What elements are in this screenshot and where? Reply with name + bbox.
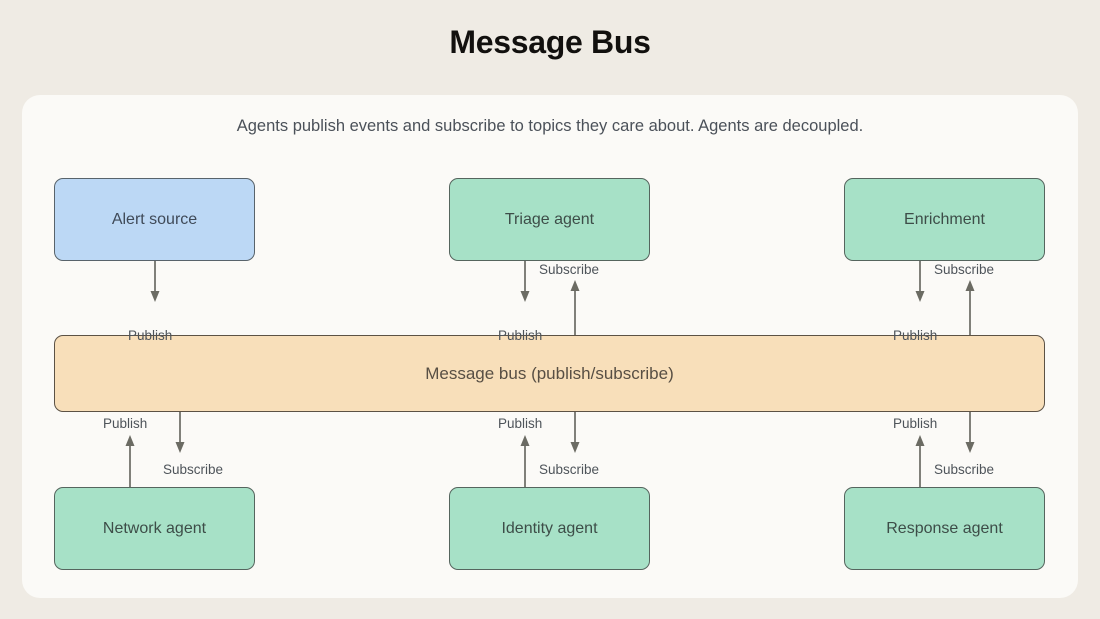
connector-triage-subscribe bbox=[570, 280, 580, 335]
node-response-agent-label: Response agent bbox=[886, 519, 1003, 537]
node-message-bus[interactable]: Message bus (publish/subscribe) bbox=[54, 335, 1045, 412]
node-network-agent[interactable]: Network agent bbox=[54, 487, 255, 570]
connector-network-publish bbox=[125, 435, 135, 487]
node-triage-agent-label: Triage agent bbox=[504, 210, 595, 228]
connector-alert-publish bbox=[150, 261, 160, 302]
connector-identity-subscribe bbox=[570, 412, 580, 453]
connector-response-subscribe bbox=[965, 412, 975, 453]
node-network-agent-label: Network agent bbox=[102, 519, 207, 537]
edge-label-enrichment-publish: Publish bbox=[893, 328, 938, 343]
node-message-bus-label: Message bus (publish/subscribe) bbox=[425, 363, 674, 383]
node-response-agent[interactable]: Response agent bbox=[844, 487, 1045, 570]
edge-label-triage-publish: Publish bbox=[498, 328, 543, 343]
node-identity-agent-label: Identity agent bbox=[501, 519, 598, 537]
edge-label-triage-subscribe: Subscribe bbox=[539, 262, 600, 277]
node-triage-agent[interactable]: Triage agent bbox=[449, 178, 650, 261]
connector-enrichment-subscribe bbox=[965, 280, 975, 335]
connector-response-publish bbox=[915, 435, 925, 487]
edge-label-alert-publish: Publish bbox=[128, 328, 173, 343]
connector-enrichment-publish bbox=[915, 261, 925, 302]
edge-label-network-subscribe: Subscribe bbox=[163, 462, 224, 477]
edge-label-identity-publish: Publish bbox=[498, 416, 543, 431]
node-alert-source-label: Alert source bbox=[111, 210, 198, 228]
node-enrichment[interactable]: Enrichment bbox=[844, 178, 1045, 261]
node-alert-source[interactable]: Alert source bbox=[54, 178, 255, 261]
node-enrichment-label: Enrichment bbox=[904, 210, 985, 228]
edge-label-identity-subscribe: Subscribe bbox=[539, 462, 600, 477]
connector-identity-publish bbox=[520, 435, 530, 487]
edge-label-enrichment-subscribe: Subscribe bbox=[934, 262, 995, 277]
diagram-card: Agents publish events and subscribe to t… bbox=[22, 95, 1078, 598]
diagram-subtitle: Agents publish events and subscribe to t… bbox=[236, 117, 864, 135]
edge-label-response-subscribe: Subscribe bbox=[934, 462, 995, 477]
connector-triage-publish bbox=[520, 261, 530, 302]
edge-label-network-publish: Publish bbox=[103, 416, 148, 431]
connector-network-subscribe bbox=[175, 412, 185, 453]
edge-label-response-publish: Publish bbox=[893, 416, 938, 431]
page-title: Message Bus bbox=[449, 24, 651, 60]
node-identity-agent[interactable]: Identity agent bbox=[449, 487, 650, 570]
